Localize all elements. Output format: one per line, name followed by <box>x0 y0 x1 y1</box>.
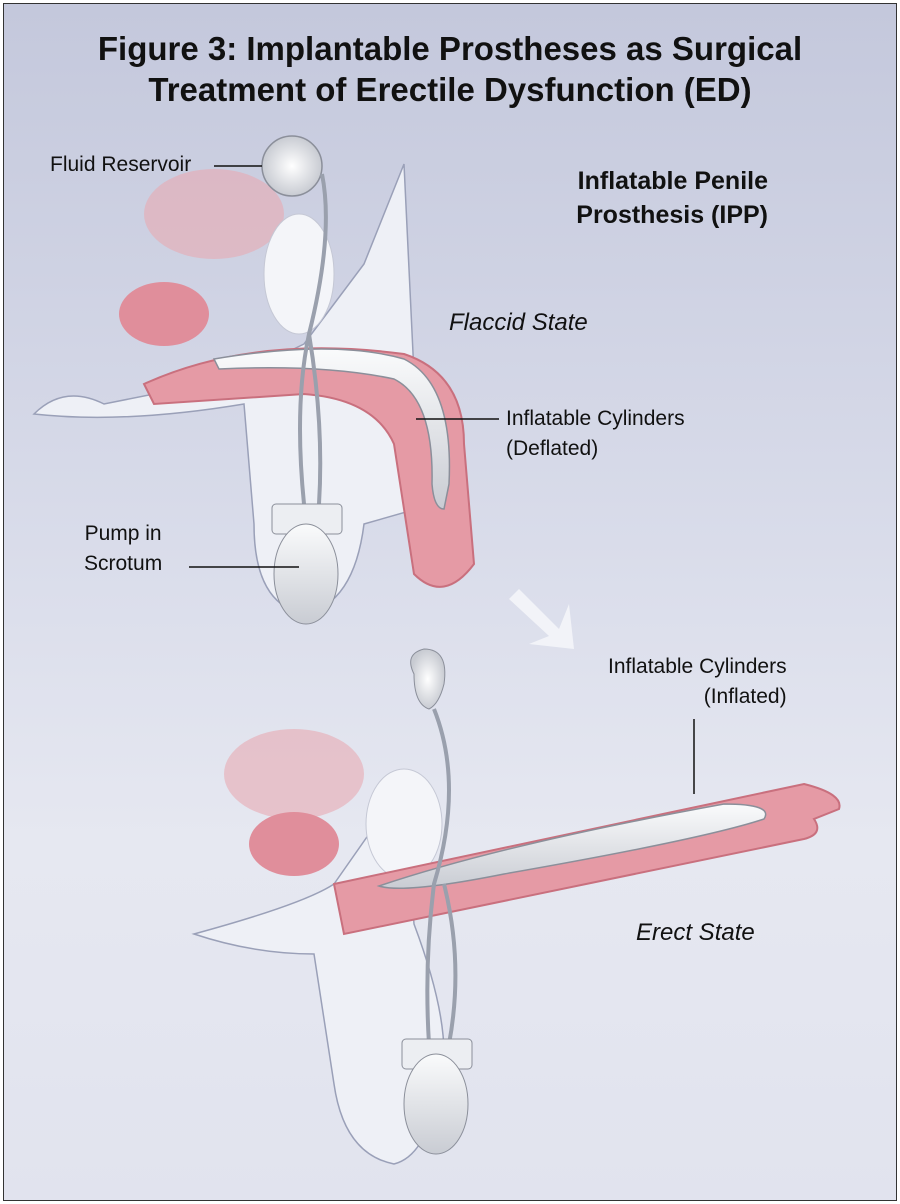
fluid-reservoir-collapsed <box>410 648 446 710</box>
figure-title: Figure 3: Implantable Prostheses as Surg… <box>4 28 896 110</box>
label-line: Pump in <box>84 522 162 545</box>
title-line-2: Treatment of Erectile Dysfunction (ED) <box>148 71 752 108</box>
illustration <box>32 135 841 1165</box>
label-fluid-reservoir: Fluid Reservoir <box>50 153 192 176</box>
label-cylinders-deflated: Inflatable Cylinders (Deflated) <box>506 404 685 464</box>
deflated-cylinder <box>212 348 451 510</box>
title-line-1: Figure 3: Implantable Prostheses as Surg… <box>97 30 803 67</box>
label-line: Inflatable Cylinders <box>506 407 685 430</box>
subtitle-line-2: Prosthesis (IPP) <box>576 201 768 229</box>
fluid-reservoir <box>261 135 323 197</box>
label-line: (Inflated) <box>703 685 787 708</box>
inflated-cylinder <box>376 803 767 889</box>
transition-arrow-icon <box>509 589 574 649</box>
pump-bulb <box>273 523 339 625</box>
figure-frame: Figure 3: Implantable Prostheses as Surg… <box>3 3 897 1201</box>
pubic-bone <box>263 213 335 335</box>
subtitle-line-1: Inflatable Penile <box>577 167 768 195</box>
label-line: (Deflated) <box>506 437 599 460</box>
label-line: Inflatable Cylinders <box>608 655 787 678</box>
device-name: Inflatable Penile Prosthesis (IPP) <box>576 164 768 232</box>
leader-lines <box>189 165 695 794</box>
label-flaccid-state: Flaccid State <box>449 309 588 336</box>
label-line: Scrotum <box>84 552 163 575</box>
label-erect-state: Erect State <box>636 919 755 946</box>
bladder <box>119 282 209 346</box>
tubing <box>298 173 328 505</box>
label-cylinders-inflated: Inflatable Cylinders (Inflated) <box>608 652 787 712</box>
label-pump: Pump in Scrotum <box>84 519 162 579</box>
bladder-shadow <box>144 169 284 259</box>
erect-anatomy <box>191 648 841 1165</box>
